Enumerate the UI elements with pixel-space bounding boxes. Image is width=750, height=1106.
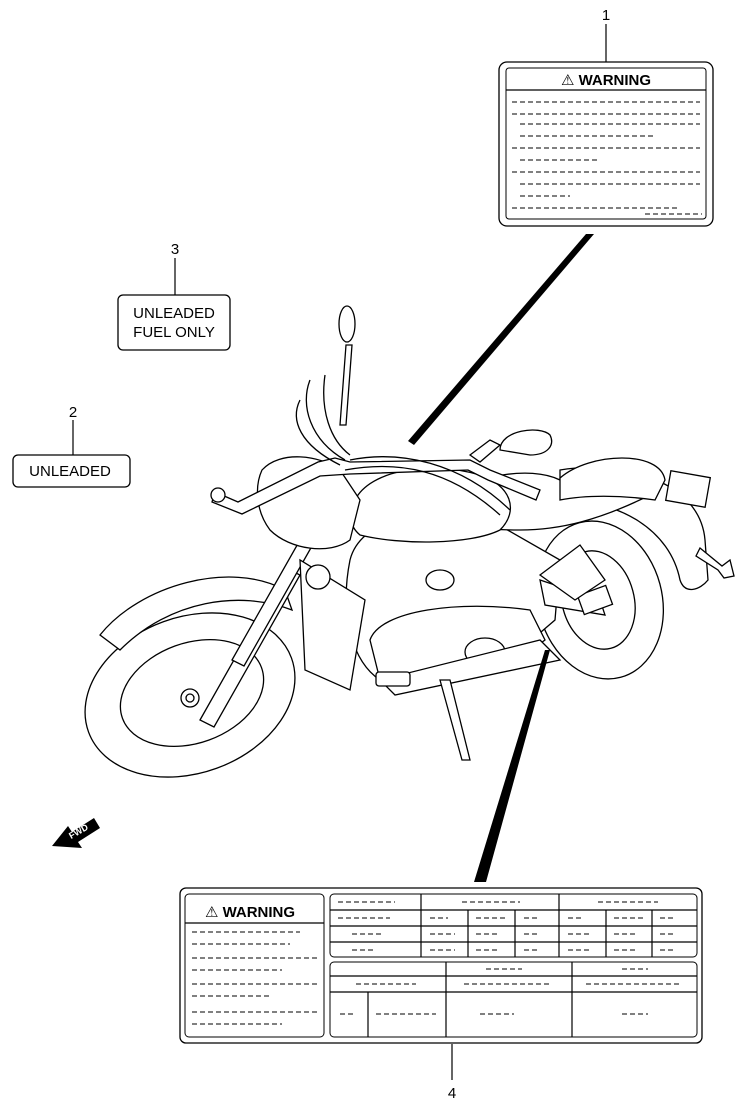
cable-2: [305, 379, 346, 461]
label-4-lower-table: [329, 961, 698, 1038]
label-4-title: ⚠ WARNING: [205, 904, 295, 921]
clutch-lever: [468, 439, 502, 463]
warning-triangle-icon-2: ⚠: [205, 904, 218, 921]
label-2-frame: [12, 454, 131, 488]
cable-1: [295, 399, 341, 466]
leader-lines: [72, 24, 607, 1080]
front-fender: [99, 576, 294, 651]
label-1-inner: [505, 67, 707, 220]
label-4-left-panel: [184, 893, 325, 1038]
front-axle: [185, 693, 195, 703]
callout-1: 1: [602, 7, 610, 24]
label-3-line-1: UNLEADED: [133, 305, 215, 322]
label-1-title: ⚠ WARNING: [561, 72, 651, 89]
callout-3: 3: [171, 241, 179, 258]
callout-4: 4: [448, 1085, 456, 1102]
left-mirror: [338, 305, 356, 343]
cylinder-head: [425, 569, 455, 591]
side-cover: [538, 544, 606, 601]
callout-2: 2: [69, 404, 77, 421]
cable-5: [344, 465, 501, 516]
handlebar: [211, 457, 541, 515]
exhaust-pipe: [378, 639, 562, 696]
cable-3: [323, 374, 351, 456]
label-4-title-text: WARNING: [223, 904, 296, 921]
label-1-placeholder-lines: [512, 101, 702, 215]
label-1-title-text: WARNING: [579, 72, 652, 89]
label-3-unleaded-fuel-only: UNLEADED FUEL ONLY: [117, 294, 231, 351]
passenger-seat: [559, 457, 666, 501]
cable-4: [349, 456, 511, 511]
leader-wedge-4: [474, 650, 550, 882]
warning-triangle-icon: ⚠: [561, 72, 574, 89]
fwd-arrow: FWD: [52, 818, 100, 848]
label-2-unleaded: UNLEADED: [12, 454, 131, 488]
fwd-arrow-icon: [52, 818, 100, 848]
label-1-warning: ⚠ WARNING: [498, 61, 714, 227]
side-stand: [439, 679, 471, 761]
label-4-warning-table: ⚠ WARNING: [179, 887, 703, 1044]
frame-down-tube: [299, 558, 366, 691]
right-mirror: [499, 429, 553, 456]
label-2-text: UNLEADED: [29, 463, 111, 480]
motorcycle-illustration: [84, 305, 735, 778]
front-turn-signal: [305, 564, 331, 590]
label-4-upper-table: [329, 893, 698, 958]
left-mirror-stem: [339, 344, 353, 426]
label-4-placeholder-lines: [192, 931, 318, 1025]
rear-turn-signal: [695, 546, 735, 579]
footpeg: [375, 671, 411, 687]
leader-wedge-1: [408, 234, 594, 445]
left-grip-end: [210, 487, 226, 503]
tail-light: [664, 470, 712, 508]
label-3-line-2: FUEL ONLY: [133, 324, 215, 341]
label-3-frame: [117, 294, 231, 351]
